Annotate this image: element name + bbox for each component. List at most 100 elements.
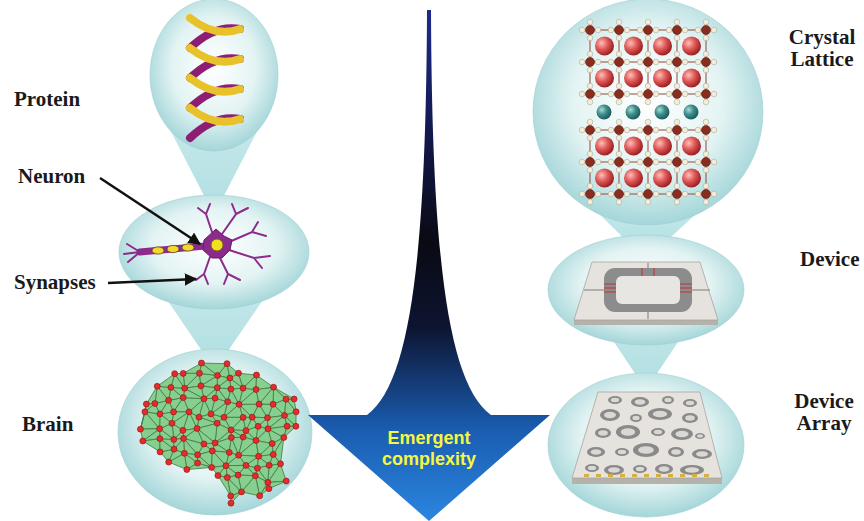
lattice-bond <box>590 62 591 94</box>
arrow-caption: Emergent complexity <box>369 428 489 470</box>
emergence-arrow: Emergent complexity <box>308 10 550 521</box>
cation-sphere <box>682 37 701 56</box>
anion-atom <box>624 59 630 65</box>
part-label: Protein <box>14 88 80 110</box>
array-cell <box>648 408 672 420</box>
contact-line <box>654 268 655 276</box>
anion-atom <box>703 151 709 157</box>
anion-atom <box>666 127 672 133</box>
device-plate <box>574 262 718 320</box>
anion-atom <box>595 59 601 65</box>
anion-atom <box>703 51 709 57</box>
brain-bubble <box>118 349 312 515</box>
anion-atom <box>695 91 701 97</box>
array-cell-core <box>638 446 654 454</box>
anion-atom <box>645 51 651 57</box>
network-node <box>171 409 177 415</box>
neuron-bubble <box>119 195 309 309</box>
anion-atom <box>637 91 643 97</box>
array-cell-core <box>671 449 681 455</box>
anion-atom <box>624 159 630 165</box>
array-cell-core <box>632 416 639 420</box>
anion-atom <box>674 199 680 205</box>
network-node <box>235 472 241 478</box>
metal-atom <box>615 90 624 99</box>
metal-atom <box>615 126 624 135</box>
metal-atom <box>586 190 595 199</box>
array-cell <box>631 397 649 407</box>
anion-atom <box>645 19 651 25</box>
plate-edge <box>574 320 718 325</box>
network-node <box>209 448 215 454</box>
network-node <box>224 475 230 481</box>
anion-atom <box>637 127 643 133</box>
helix-strand <box>190 78 240 92</box>
contact-pad <box>608 474 613 477</box>
network-node <box>214 385 220 391</box>
lattice-bond <box>648 62 649 94</box>
anion-atom <box>674 119 680 125</box>
network-node <box>249 414 255 420</box>
network-node <box>198 383 204 389</box>
network-node <box>224 361 230 367</box>
contact-pad <box>680 474 685 477</box>
array-cell-core <box>636 467 644 471</box>
array-cell-core <box>598 430 608 436</box>
cation-sphere <box>624 169 643 188</box>
contact-pad <box>584 474 589 477</box>
array-cell-core <box>635 399 646 405</box>
anion-atom <box>645 83 651 89</box>
anion-atom <box>595 159 601 165</box>
anion-atom <box>695 59 701 65</box>
anion-atom <box>674 67 680 73</box>
array-plate <box>572 392 722 478</box>
array-cell <box>680 465 704 475</box>
network-node <box>283 478 289 484</box>
lattice-bubble <box>533 0 763 225</box>
lattice-bond <box>619 62 620 94</box>
network-node <box>215 473 221 479</box>
array-cell-core <box>675 431 688 438</box>
network-node <box>209 464 215 470</box>
metal-atom <box>644 26 653 35</box>
network-node <box>240 414 246 420</box>
lattice-bond <box>706 162 707 194</box>
metal-atom <box>615 58 624 67</box>
network-node <box>239 489 245 495</box>
network-node <box>143 401 149 407</box>
anion-atom <box>608 27 614 33</box>
anion-atom <box>616 199 622 205</box>
array-cell-core <box>604 412 616 419</box>
network-node <box>171 436 177 442</box>
metal-atom <box>702 158 711 167</box>
anion-atom <box>703 99 709 105</box>
network-node <box>236 452 242 458</box>
anion-atom <box>608 59 614 65</box>
cation-sphere <box>624 69 643 88</box>
anion-atom <box>666 27 672 33</box>
anion-atom <box>616 119 622 125</box>
contact-pad <box>692 474 697 477</box>
network-node <box>291 396 297 402</box>
network-node <box>253 437 259 443</box>
network-node <box>228 500 234 506</box>
device-drawing <box>574 262 718 325</box>
anion-atom <box>587 199 593 205</box>
anion-atom <box>587 135 593 141</box>
anion-atom <box>587 35 593 41</box>
metal-atom <box>644 58 653 67</box>
anion-atom <box>616 183 622 189</box>
anion-atom <box>608 91 614 97</box>
anion-atom <box>695 127 701 133</box>
device-core <box>616 276 680 304</box>
anion-atom <box>645 99 651 105</box>
anion-atom <box>587 167 593 173</box>
network-node <box>227 375 233 381</box>
network-node <box>253 387 259 393</box>
anion-atom <box>616 135 622 141</box>
anion-atom <box>624 27 630 33</box>
array-cell-core <box>697 434 703 437</box>
network-node <box>257 493 263 499</box>
network-node <box>182 385 188 391</box>
